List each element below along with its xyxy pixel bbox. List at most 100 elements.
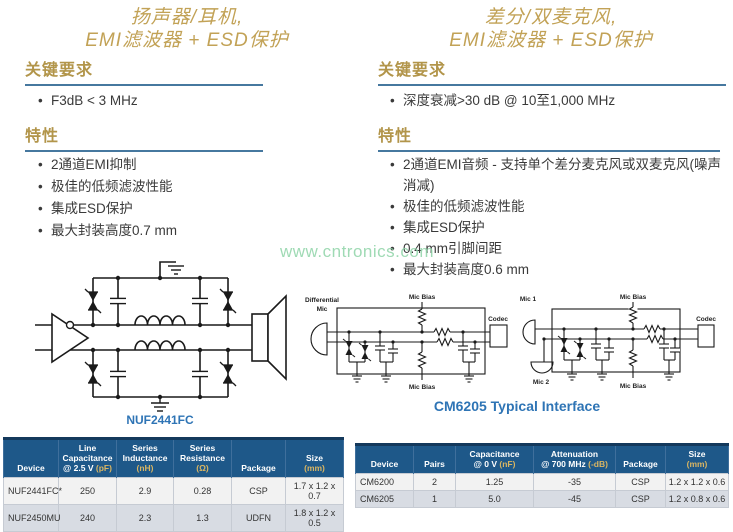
cell-package: CSP bbox=[615, 473, 666, 491]
cell-device: NUF2450MU bbox=[3, 504, 61, 532]
cell-capacitance: 5.0 bbox=[455, 490, 534, 508]
left-column-title: 扬声器/耳机, EMI滤波器 + ESD保护 bbox=[22, 6, 352, 52]
list-item: 极佳的低频滤波性能 bbox=[390, 196, 722, 217]
cell-size: 1.2 x 1.2 x 0.6 bbox=[665, 473, 729, 491]
list-item: 极佳的低频滤波性能 bbox=[38, 176, 343, 198]
codec-box bbox=[697, 324, 715, 348]
list-item: 集成ESD保护 bbox=[38, 198, 343, 220]
right-key-requirements-heading: 关键要求 bbox=[378, 62, 726, 86]
cell-capacitance: 240 bbox=[58, 504, 117, 532]
mic2-symbol bbox=[530, 361, 554, 374]
cell-device: CM6200 bbox=[355, 473, 414, 491]
col-header-series-inductance: Series Inductance (nH) bbox=[116, 438, 174, 478]
cell-package: CSP bbox=[231, 477, 286, 505]
inverter-bubble bbox=[65, 320, 75, 330]
col-header-series-resistance: Series Resistance (Ω) bbox=[173, 438, 232, 478]
cell-package: CSP bbox=[615, 490, 666, 508]
list-item: 深度衰减>30 dB @ 10至1,000 MHz bbox=[390, 90, 720, 112]
table-row: NUF2441FC* 250 2.9 0.28 CSP 1.7 x 1.2 x … bbox=[3, 477, 344, 505]
col-header-capacitance: Capacitance @ 0 V (nF) bbox=[455, 444, 534, 474]
junction-dots bbox=[347, 330, 477, 344]
differential-mic-label-1: Differential bbox=[305, 297, 339, 304]
left-features-heading: 特性 bbox=[25, 128, 263, 152]
cell-inductance: 2.9 bbox=[116, 477, 174, 505]
col-header-size: Size (mm) bbox=[665, 444, 729, 474]
mic-bias-label: Mic Bias bbox=[409, 294, 436, 301]
right-diagram-caption: CM6205 Typical Interface bbox=[433, 398, 601, 414]
mic1-label: Mic 1 bbox=[520, 296, 537, 303]
col-header-package: Package bbox=[231, 438, 286, 478]
mic-bias-label: Mic Bias bbox=[620, 383, 647, 390]
cell-pairs: 1 bbox=[413, 490, 456, 508]
col-header-size: Size (mm) bbox=[285, 438, 344, 478]
codec-label: Codec bbox=[488, 316, 508, 323]
differential-mic-symbol bbox=[310, 322, 328, 356]
right-title-line1: 差分/双麦克风, bbox=[484, 7, 618, 28]
col-header-line-capacitance: Line Capacitance @ 2.5 V (pF) bbox=[58, 438, 117, 478]
cell-size: 1.7 x 1.2 x 0.7 bbox=[285, 477, 344, 505]
list-item: F3dB < 3 MHz bbox=[38, 90, 338, 112]
speaker-filter-schematic bbox=[35, 261, 287, 412]
left-key-requirements-heading: 关键要求 bbox=[25, 62, 263, 86]
filter-box bbox=[336, 307, 486, 375]
cell-attenuation: -35 bbox=[533, 473, 616, 491]
cell-size: 1.8 x 1.2 x 0.5 bbox=[285, 504, 344, 532]
left-spec-table: Device Line Capacitance @ 2.5 V (pF) Ser… bbox=[3, 437, 344, 532]
speaker-symbol bbox=[251, 294, 287, 381]
cell-inductance: 2.3 bbox=[116, 504, 174, 532]
cell-device: NUF2441FC* bbox=[3, 477, 62, 505]
right-features-heading: 特性 bbox=[378, 128, 720, 152]
codec-box bbox=[489, 324, 508, 348]
table-row: CM6200 2 1.25 -35 CSP 1.2 x 1.2 x 0.6 bbox=[355, 473, 729, 491]
table-row: NUF2450MU 240 2.3 1.3 UDFN 1.8 x 1.2 x 0… bbox=[3, 504, 344, 532]
col-header-pairs: Pairs bbox=[413, 444, 456, 474]
left-title-line1: 扬声器/耳机, bbox=[130, 7, 244, 28]
left-diagram-caption: NUF2441FC bbox=[126, 413, 194, 427]
cell-capacitance: 250 bbox=[58, 477, 117, 505]
filter-capacitors bbox=[109, 297, 209, 378]
right-features-list: 2通道EMI音频 - 支持单个差分麦克风或双麦克风(噪声消减) 极佳的低频滤波性… bbox=[390, 154, 722, 280]
cell-resistance: 0.28 bbox=[173, 477, 232, 505]
right-spec-table: Device Pairs Capacitance @ 0 V (nF) Atte… bbox=[355, 443, 729, 508]
mic-filter-schematic: Differential Mic Mic Bias Mic Bias Codec… bbox=[305, 294, 716, 391]
right-column-title: 差分/双麦克风, EMI滤波器 + ESD保护 bbox=[375, 6, 727, 52]
right-title-line2: EMI滤波器 + ESD保护 bbox=[449, 30, 653, 51]
cell-capacitance: 1.25 bbox=[455, 473, 534, 491]
col-header-package: Package bbox=[615, 444, 666, 474]
cell-pairs: 2 bbox=[413, 473, 456, 491]
mic2-label: Mic 2 bbox=[533, 379, 550, 386]
table-header-row: Device Pairs Capacitance @ 0 V (nF) Atte… bbox=[355, 444, 729, 474]
list-item: 2通道EMI音频 - 支持单个差分麦克风或双麦克风(噪声消减) bbox=[390, 154, 722, 196]
col-header-attenuation: Attenuation @ 700 MHz (-dB) bbox=[533, 444, 616, 474]
junction-dots bbox=[90, 275, 231, 400]
junction-dots bbox=[542, 327, 677, 341]
list-item: 2通道EMI抑制 bbox=[38, 154, 343, 176]
right-key-requirements-list: 深度衰减>30 dB @ 10至1,000 MHz bbox=[390, 90, 720, 112]
list-item: 最大封装高度0.6 mm bbox=[390, 259, 722, 280]
mic-bias-label: Mic Bias bbox=[620, 294, 647, 301]
table-header-row: Device Line Capacitance @ 2.5 V (pF) Ser… bbox=[3, 438, 344, 478]
codec-label: Codec bbox=[696, 316, 716, 323]
list-item: 0.4 mm引脚间距 bbox=[390, 238, 722, 259]
left-title-line2: EMI滤波器 + ESD保护 bbox=[85, 30, 289, 51]
left-key-requirements-list: F3dB < 3 MHz bbox=[38, 90, 338, 112]
table-row: CM6205 1 5.0 -45 CSP 1.2 x 0.8 x 0.6 bbox=[355, 490, 729, 508]
list-item: 最大封装高度0.7 mm bbox=[38, 220, 343, 242]
watermark: www.cntronics.com bbox=[280, 242, 434, 261]
col-header-device: Device bbox=[3, 438, 59, 478]
cell-size: 1.2 x 0.8 x 0.6 bbox=[665, 490, 729, 508]
mic1-symbol bbox=[522, 319, 536, 345]
differential-mic-label-2: Mic bbox=[317, 306, 328, 313]
left-features-list: 2通道EMI抑制 极佳的低频滤波性能 集成ESD保护 最大封装高度0.7 mm bbox=[38, 154, 343, 242]
filter-box bbox=[551, 308, 681, 373]
col-header-device: Device bbox=[355, 444, 414, 474]
cell-attenuation: -45 bbox=[533, 490, 616, 508]
cell-package: UDFN bbox=[231, 504, 286, 532]
datasheet-page: { "watermark": "www.cntronics.com", "lef… bbox=[0, 0, 733, 513]
tvs-diodes bbox=[84, 288, 237, 387]
cell-resistance: 1.3 bbox=[173, 504, 232, 532]
mic-bias-label: Mic Bias bbox=[409, 384, 436, 391]
ground-symbol-top bbox=[168, 265, 184, 275]
cell-device: CM6205 bbox=[355, 490, 414, 508]
list-item: 集成ESD保护 bbox=[390, 217, 722, 238]
